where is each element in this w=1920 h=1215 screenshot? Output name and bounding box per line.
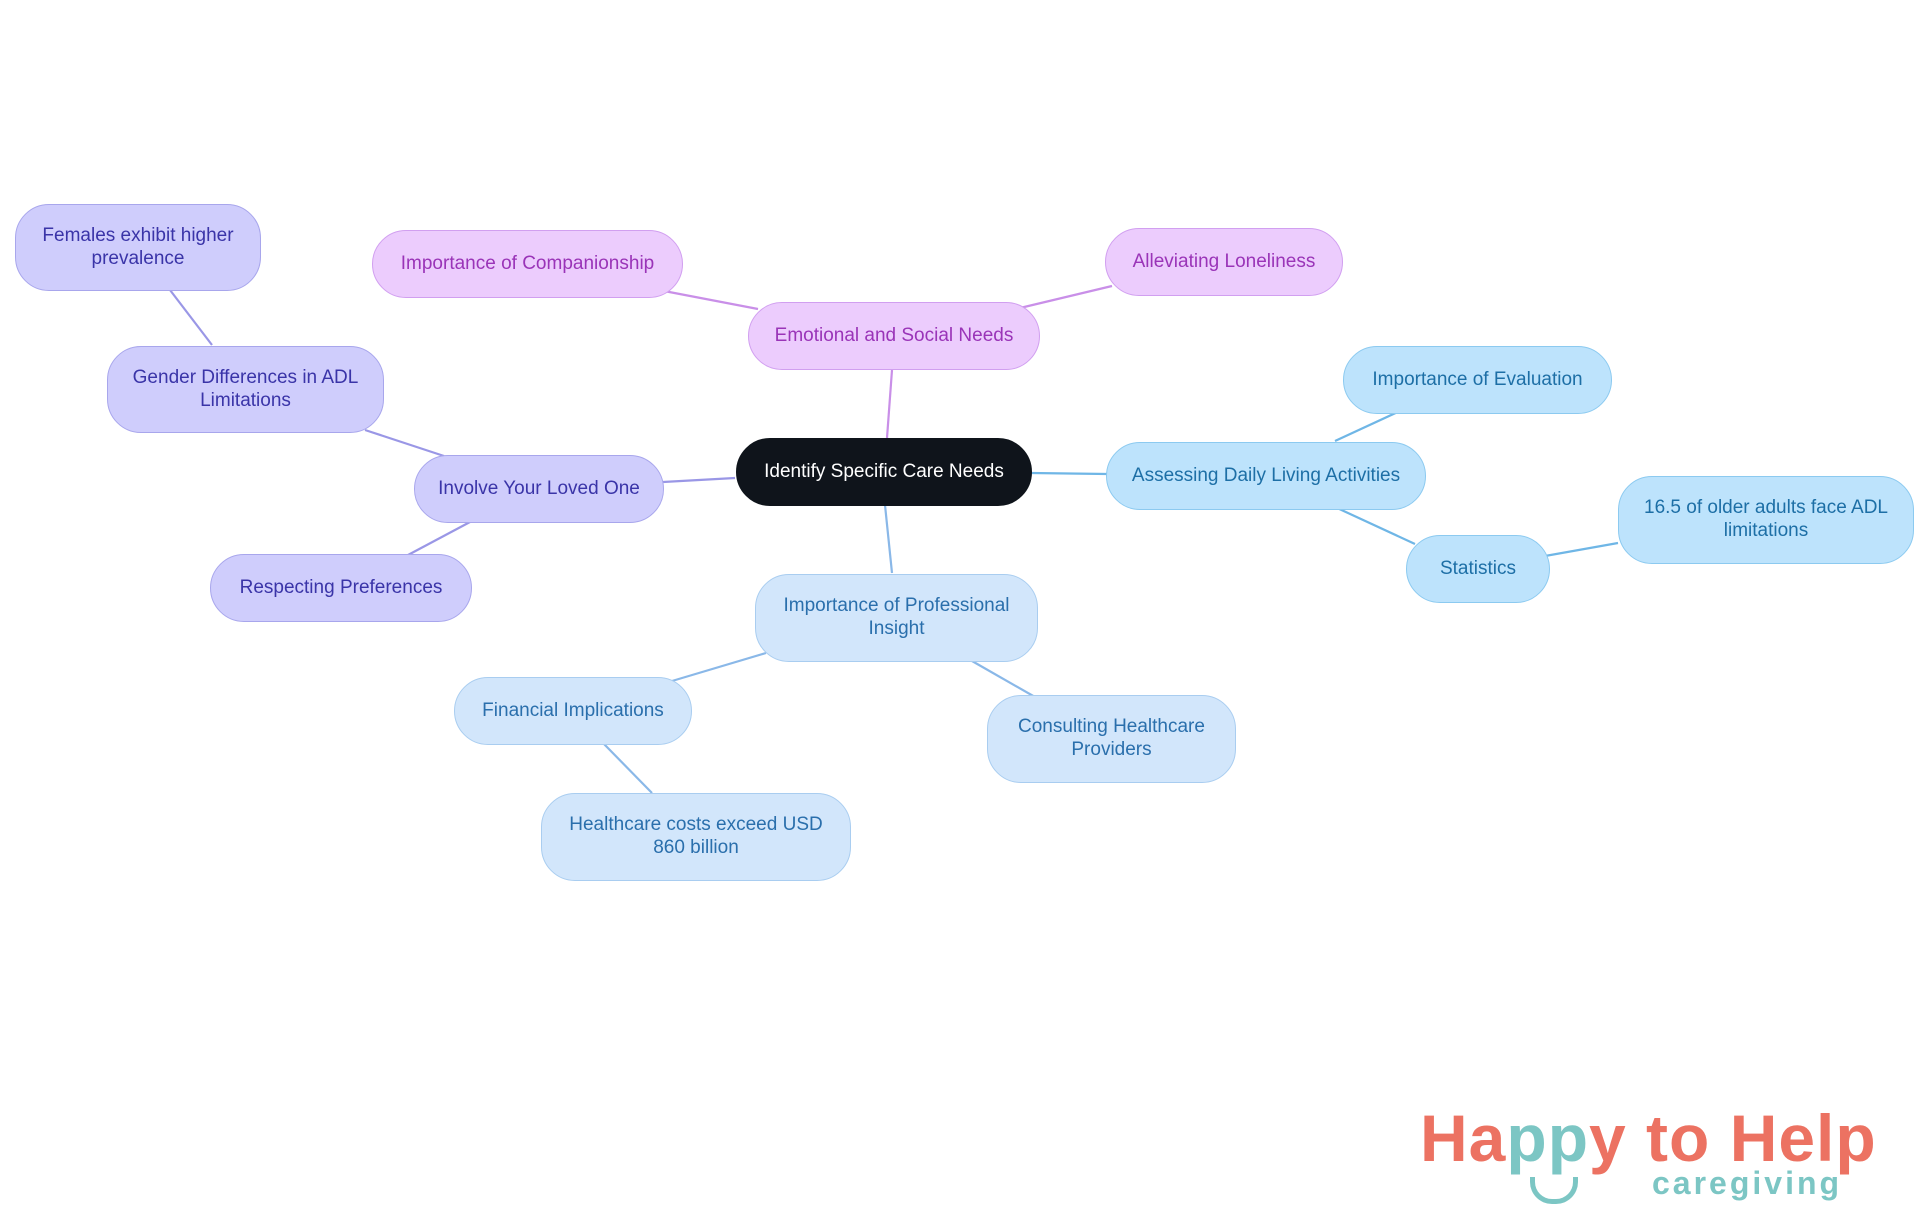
node-gender-differences[interactable]: Gender Differences in ADL Limitations [107,346,384,433]
logo-wordmark: Happy to Help [1420,1105,1877,1171]
node-importance-companionship[interactable]: Importance of Companionship [372,230,683,298]
logo-word-part-1: Ha [1420,1101,1507,1175]
happy-to-help-logo: Happy to Help caregiving [1420,1105,1890,1204]
node-emotional-social-needs[interactable]: Emotional and Social Needs [748,302,1040,370]
node-professional-insight[interactable]: Importance of Professional Insight [755,574,1038,662]
edge-root-emotional [885,369,894,439]
edge-involve-preferences [407,521,471,556]
node-importance-evaluation[interactable]: Importance of Evaluation [1343,346,1612,414]
edge-daily-statistics [1334,506,1416,545]
node-involve-your-loved-one[interactable]: Involve Your Loved One [414,455,664,523]
edge-professional-financial [671,651,767,683]
edge-involve-gender [364,428,445,458]
root-node[interactable]: Identify Specific Care Needs [736,438,1032,506]
node-alleviating-loneliness[interactable]: Alleviating Loneliness [1105,228,1343,296]
node-respecting-preferences[interactable]: Respecting Preferences [210,554,472,622]
edge-root-daily [1030,471,1108,476]
edge-emotional-loneliness [1019,284,1113,310]
edge-root-professional [883,504,894,574]
edge-root-involve [662,476,736,484]
edge-professional-consulting [971,660,1036,698]
logo-word-part-3: y to Help [1589,1101,1877,1175]
node-healthcare-costs[interactable]: Healthcare costs exceed USD 860 billion [541,793,851,881]
node-females-prevalence[interactable]: Females exhibit higher prevalence [15,204,261,291]
node-assessing-daily-living[interactable]: Assessing Daily Living Activities [1106,442,1426,510]
edge-gender-females [169,289,213,346]
node-statistics[interactable]: Statistics [1406,535,1550,603]
edge-daily-evaluation [1334,409,1403,442]
node-financial-implications[interactable]: Financial Implications [454,677,692,745]
edge-financial-costs [602,742,653,794]
logo-tagline: caregiving [1652,1165,1843,1201]
edge-statistics-detail [1544,541,1619,558]
edge-emotional-companionship [663,289,759,311]
smile-icon [1530,1177,1578,1204]
logo-word-part-2: pp [1506,1101,1590,1175]
node-stat-adl-limitations[interactable]: 16.5 of older adults face ADL limitation… [1618,476,1914,564]
node-consulting-providers[interactable]: Consulting Healthcare Providers [987,695,1236,783]
